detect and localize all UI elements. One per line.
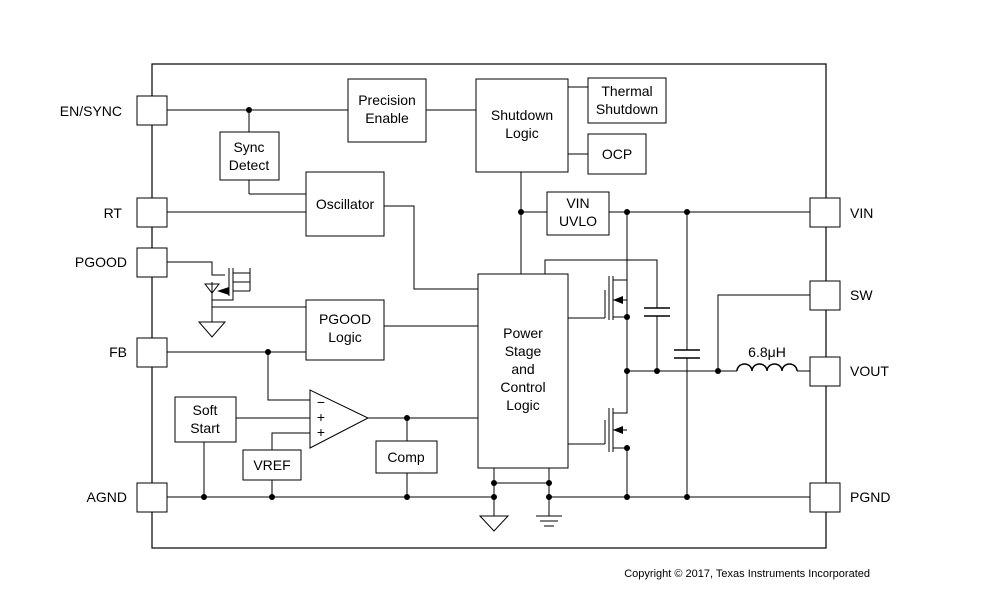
copyright-notice: Copyright © 2017, Texas Instruments Inco… <box>624 568 870 580</box>
junction-dots <box>201 107 721 500</box>
svg-text:Enable: Enable <box>365 110 409 126</box>
inductor-value: 6.8μH <box>748 344 786 360</box>
ocp-block: OCP <box>587 133 647 175</box>
pin-vout: VOUT <box>809 356 889 387</box>
power-stage-block: Power Stage and Control Logic <box>477 273 569 469</box>
svg-text:Sync: Sync <box>233 139 264 155</box>
wires <box>167 86 810 516</box>
svg-text:Logic: Logic <box>506 397 539 413</box>
pin-pgood: PGOOD <box>75 247 168 278</box>
svg-text:Oscillator: Oscillator <box>316 196 375 212</box>
svg-text:PGOOD: PGOOD <box>75 254 127 270</box>
pgood-clamp-diode <box>203 283 221 294</box>
inductor <box>736 363 798 372</box>
svg-text:Thermal: Thermal <box>601 83 652 99</box>
svg-text:Shutdown: Shutdown <box>491 107 553 123</box>
oscillator-block: Oscillator <box>305 171 385 237</box>
svg-text:Detect: Detect <box>229 157 270 173</box>
svg-text:PGND: PGND <box>850 489 890 505</box>
vref-block: VREF <box>242 449 302 481</box>
opamp-plus-sign-2: + <box>317 424 325 440</box>
high-side-fet-arrow <box>613 296 623 304</box>
svg-text:AGND: AGND <box>87 489 127 505</box>
svg-text:Start: Start <box>190 420 220 436</box>
svg-text:Logic: Logic <box>328 329 361 345</box>
svg-text:PGOOD: PGOOD <box>319 311 371 327</box>
pgnd-ground-symbol <box>536 515 562 527</box>
soft-start-block: Soft Start <box>174 396 237 443</box>
svg-text:Stage: Stage <box>505 343 542 359</box>
svg-text:Precision: Precision <box>358 92 416 108</box>
svg-text:Power: Power <box>503 325 543 341</box>
svg-text:EN/SYNC: EN/SYNC <box>60 103 122 119</box>
pin-agnd: AGND <box>87 482 168 513</box>
input-capacitor <box>674 349 700 359</box>
svg-text:Soft: Soft <box>193 402 218 418</box>
comp-block: Comp <box>375 440 438 474</box>
svg-text:OCP: OCP <box>602 146 632 162</box>
pgood-fet-arrow <box>217 287 229 295</box>
pin-rt: RT <box>104 197 168 228</box>
opamp-minus-sign: − <box>317 394 325 410</box>
svg-text:VIN: VIN <box>850 205 873 221</box>
svg-text:VOUT: VOUT <box>850 363 889 379</box>
svg-text:SW: SW <box>850 287 873 303</box>
pin-vin: VIN <box>809 197 873 228</box>
svg-text:FB: FB <box>109 344 127 360</box>
pin-sw: SW <box>809 280 873 311</box>
pin-fb: FB <box>109 337 168 368</box>
signal-ground-symbol <box>197 321 227 338</box>
low-side-fet-arrow <box>613 426 623 434</box>
svg-text:Comp: Comp <box>387 449 425 465</box>
precision-enable-block: Precision Enable <box>347 78 427 143</box>
svg-text:VREF: VREF <box>253 457 290 473</box>
pin-pgnd: PGND <box>809 482 890 513</box>
bootstrap-capacitor <box>644 307 670 317</box>
shutdown-logic-block: Shutdown Logic <box>475 78 569 173</box>
sync-detect-block: Sync Detect <box>219 131 280 181</box>
agnd-ground-symbol <box>478 515 510 532</box>
error-amplifier <box>309 389 370 449</box>
svg-text:and: and <box>511 361 534 377</box>
pgood-logic-block: PGOOD Logic <box>305 299 385 361</box>
svg-text:Logic: Logic <box>505 125 538 141</box>
opamp-plus-sign-1: + <box>317 409 325 425</box>
svg-text:UVLO: UVLO <box>559 213 597 229</box>
thermal-shutdown-block: Thermal Shutdown <box>587 77 667 124</box>
svg-text:RT: RT <box>104 205 123 221</box>
svg-text:VIN: VIN <box>566 195 589 211</box>
vin-uvlo-block: VIN UVLO <box>546 191 610 236</box>
svg-text:Control: Control <box>500 379 545 395</box>
pin-en-sync: EN/SYNC <box>60 95 168 126</box>
svg-text:Shutdown: Shutdown <box>596 101 658 117</box>
